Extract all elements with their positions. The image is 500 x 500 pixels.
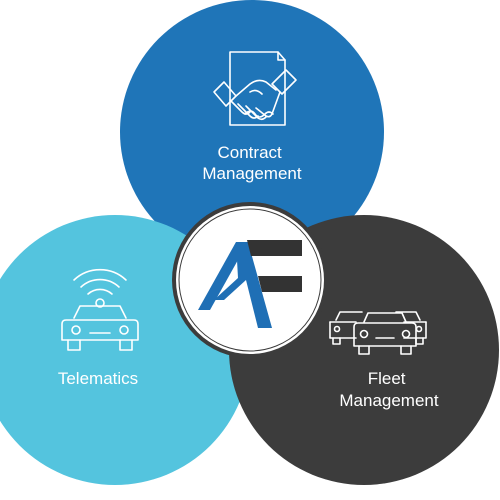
company-logo <box>198 240 302 328</box>
contract-management-circle <box>120 0 384 264</box>
fleet-label-line2: Management <box>339 391 439 410</box>
contract-label: Contract Management <box>202 143 302 183</box>
logo-a-shape <box>214 242 272 328</box>
hub-thin-ring <box>178 208 322 352</box>
center-hub <box>172 202 328 358</box>
fleet-label: Fleet Management <box>339 369 439 410</box>
contract-management-section: Contract Management <box>120 0 384 264</box>
logo-a-left-stroke <box>198 242 248 310</box>
contract-label-line2: Management <box>202 164 302 183</box>
logo-bar-bottom <box>258 276 302 292</box>
fleet-label-line1: Fleet <box>368 369 406 388</box>
logo-bar-top <box>247 240 302 256</box>
telematics-label-line1: Telematics <box>58 369 138 388</box>
handshake-document-icon <box>213 51 297 126</box>
connected-car-icon <box>61 268 139 351</box>
contract-label-line1: Contract <box>218 143 283 162</box>
car-fleet-icon <box>329 311 427 355</box>
telematics-label: Telematics <box>58 369 138 388</box>
